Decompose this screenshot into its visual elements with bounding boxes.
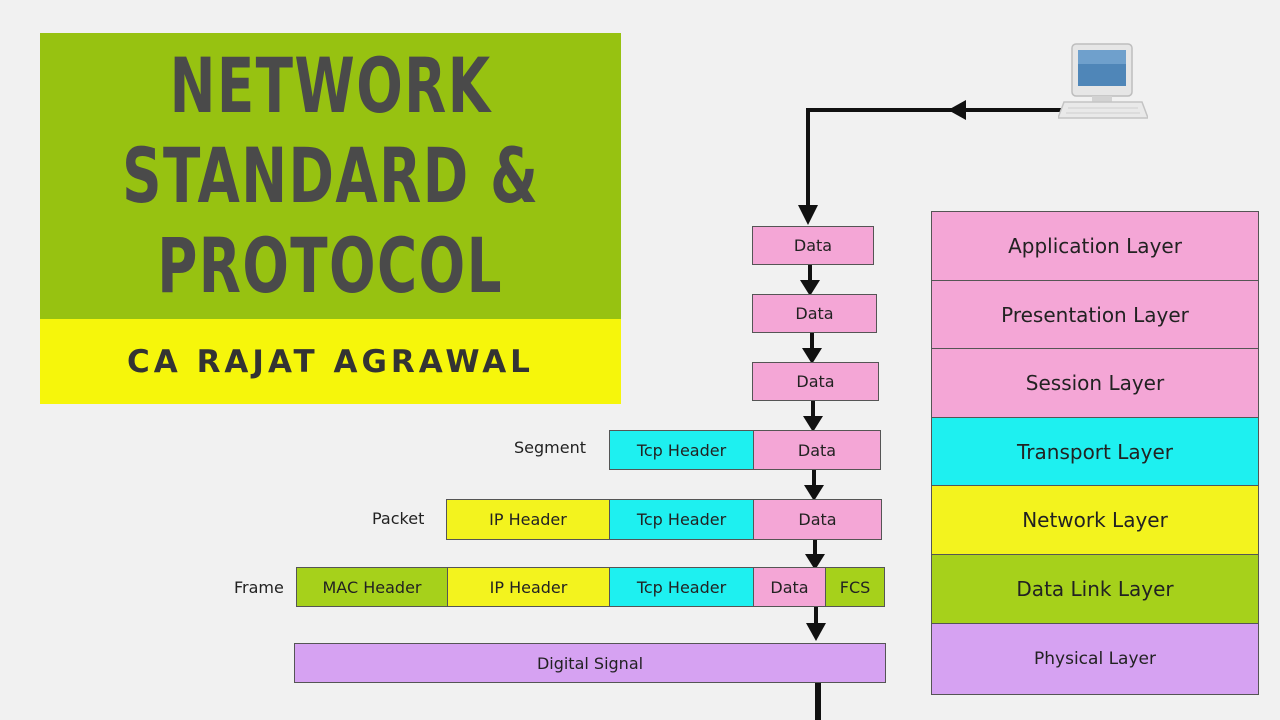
data-box-presentation: Data bbox=[752, 294, 877, 333]
packet-ip-header: IP Header bbox=[446, 499, 610, 540]
title-block: NETWORK STANDARD & PROTOCOL bbox=[40, 33, 621, 319]
segment-tcp-header: Tcp Header bbox=[609, 430, 754, 470]
frame-label: Frame bbox=[234, 578, 284, 597]
arrow-head-down-6 bbox=[806, 623, 826, 641]
title-line-2: STANDARD & bbox=[121, 131, 540, 220]
author-name: CA RAJAT AGRAWAL bbox=[127, 343, 534, 380]
arrow-head-down-3 bbox=[803, 416, 823, 432]
top-connector-line bbox=[806, 108, 1062, 205]
arrow-head-down-4 bbox=[804, 485, 824, 501]
arrow-head-down-0 bbox=[798, 205, 818, 225]
osi-presentation-layer: Presentation Layer bbox=[931, 280, 1259, 349]
osi-data-link-layer: Data Link Layer bbox=[931, 554, 1259, 624]
data-box-session: Data bbox=[752, 362, 879, 401]
frame-tcp-header: Tcp Header bbox=[609, 567, 754, 607]
desktop-computer-icon bbox=[1058, 43, 1148, 119]
data-box-application: Data bbox=[752, 226, 874, 265]
frame-fcs: FCS bbox=[825, 567, 885, 607]
digital-signal-bar: Digital Signal bbox=[294, 643, 886, 683]
arrow-head-down-1 bbox=[800, 280, 820, 296]
title-line-3: PROTOCOL bbox=[157, 221, 504, 310]
frame-data: Data bbox=[753, 567, 826, 607]
packet-data: Data bbox=[753, 499, 882, 540]
arrow-head-left bbox=[948, 100, 966, 120]
osi-session-layer: Session Layer bbox=[931, 348, 1259, 418]
author-block: CA RAJAT AGRAWAL bbox=[40, 319, 621, 404]
osi-network-layer: Network Layer bbox=[931, 485, 1259, 555]
packet-label: Packet bbox=[372, 509, 425, 528]
title-line-1: NETWORK bbox=[169, 41, 492, 130]
segment-data: Data bbox=[753, 430, 881, 470]
osi-transport-layer: Transport Layer bbox=[931, 417, 1259, 486]
frame-ip-header: IP Header bbox=[447, 567, 610, 607]
arrow-head-down-2 bbox=[802, 348, 822, 364]
frame-mac-header: MAC Header bbox=[296, 567, 448, 607]
osi-application-layer: Application Layer bbox=[931, 211, 1259, 281]
osi-physical-layer: Physical Layer bbox=[931, 623, 1259, 695]
segment-label: Segment bbox=[514, 438, 586, 457]
arrow-head-down-5 bbox=[805, 554, 825, 570]
packet-tcp-header: Tcp Header bbox=[609, 499, 754, 540]
